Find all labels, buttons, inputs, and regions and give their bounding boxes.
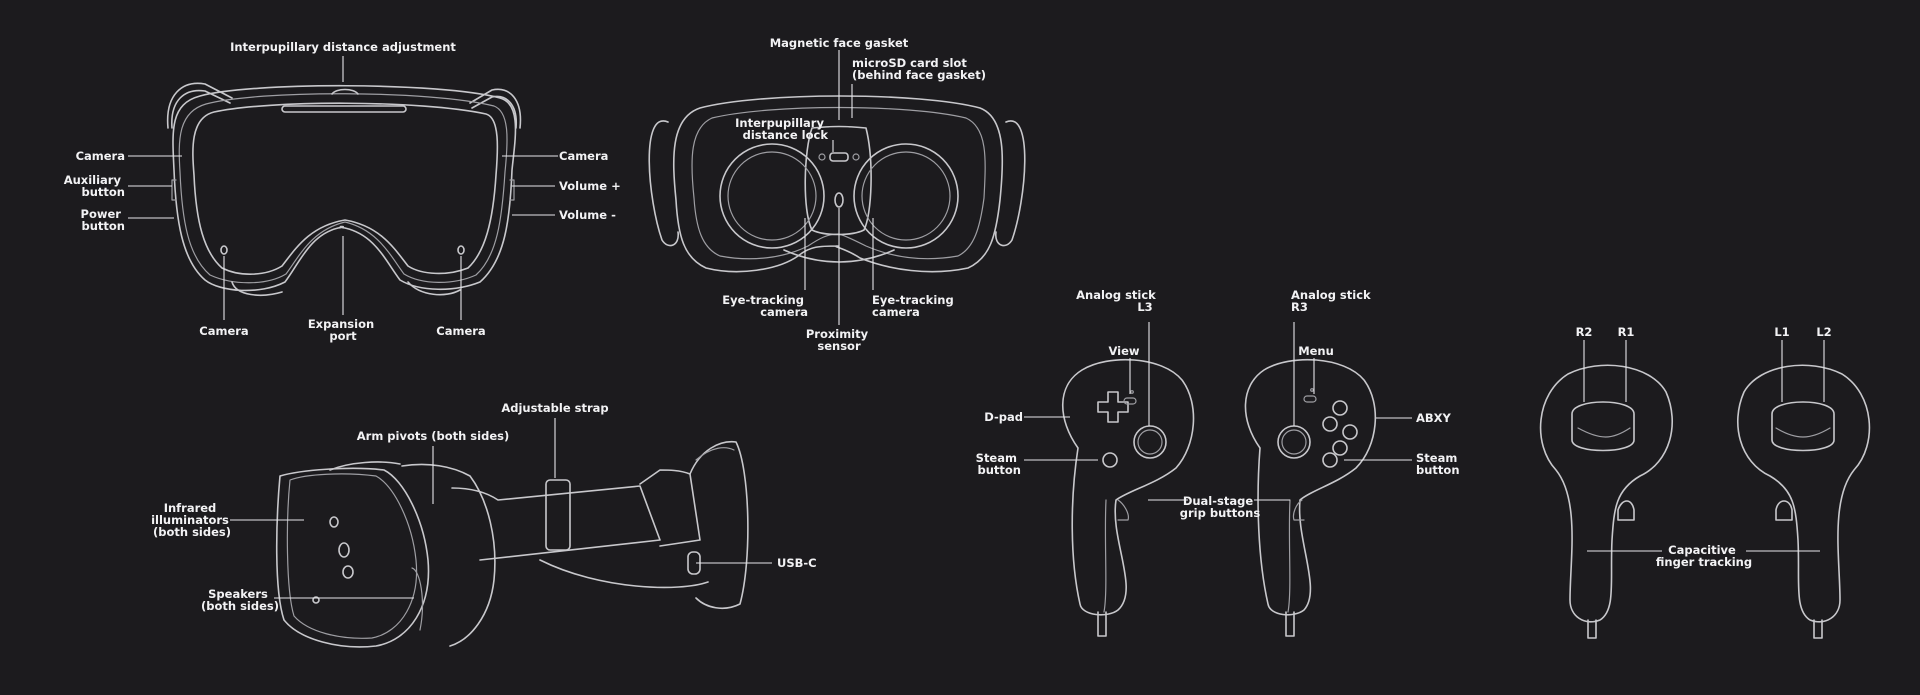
label-grip-buttons-line2: grip buttons — [1180, 506, 1261, 520]
label-analog-stick-l3: Analog stick L3 — [1076, 288, 1160, 314]
label-auxiliary-button-line1: Auxiliary — [64, 173, 122, 187]
label-microsd-slot-line2: (behind face gasket) — [852, 68, 986, 82]
label-analog-stick-l3-line1: Analog stick — [1076, 288, 1156, 302]
label-camera-front-left: Camera — [76, 149, 125, 163]
label-power-button-line1: Power — [81, 207, 122, 221]
label-volume-down: Volume - — [559, 208, 616, 222]
label-ipd-lock: Interpupillary distance lock — [735, 116, 828, 142]
label-power-button-line2: button — [81, 219, 125, 233]
label-proximity-sensor-line2: sensor — [817, 339, 861, 353]
label-power-button: Power button — [81, 207, 125, 233]
label-expansion-port-line2: port — [329, 329, 357, 343]
leader-lines — [128, 50, 1825, 599]
headset-back-illustration — [648, 95, 1026, 273]
label-proximity-sensor: Proximity sensor — [806, 327, 872, 353]
label-ipd-lock-line1: Interpupillary — [735, 116, 824, 130]
label-r1: R1 — [1618, 325, 1635, 339]
label-analog-stick-r3-line1: Analog stick — [1291, 288, 1371, 302]
label-microsd-slot-line1: microSD card slot — [852, 56, 967, 70]
label-grip-buttons: Dual-stage grip buttons — [1180, 494, 1261, 520]
label-capacitive-line1: Capacitive — [1668, 543, 1736, 557]
label-eye-tracking-right-line1: Eye-tracking — [872, 293, 954, 307]
label-proximity-sensor-line1: Proximity — [806, 327, 869, 341]
label-eye-tracking-right-line2: camera — [872, 305, 920, 319]
label-capacitive-finger-tracking: Capacitive finger tracking — [1656, 543, 1752, 569]
label-auxiliary-button-line2: button — [81, 185, 125, 199]
label-microsd-slot: microSD card slot (behind face gasket) — [852, 56, 986, 82]
label-r2: R2 — [1576, 325, 1593, 339]
label-speakers-line1: Speakers — [208, 587, 268, 601]
controllers-back-illustration — [1539, 364, 1871, 639]
label-infrared-illuminators-line2: illuminators — [151, 513, 229, 527]
label-steam-button-right-line1: Steam — [1416, 451, 1457, 465]
label-expansion-port: Expansion port — [308, 317, 378, 343]
controllers-front-illustration — [1061, 358, 1377, 637]
label-arm-pivots: Arm pivots (both sides) — [357, 429, 509, 443]
label-analog-stick-r3-line2: R3 — [1291, 300, 1308, 314]
label-usb-c: USB-C — [777, 556, 817, 570]
headset-front-illustration — [166, 82, 522, 296]
label-capacitive-line2: finger tracking — [1656, 555, 1752, 569]
label-infrared-illuminators: Infrared illuminators (both sides) — [151, 501, 233, 539]
label-ipd-lock-line2: distance lock — [743, 128, 829, 142]
label-grip-buttons-line1: Dual-stage — [1183, 494, 1254, 508]
label-abxy: ABXY — [1416, 411, 1452, 425]
label-eye-tracking-left-line1: Eye-tracking — [722, 293, 804, 307]
label-menu: Menu — [1298, 344, 1334, 358]
label-volume-up: Volume + — [559, 179, 621, 193]
label-steam-button-right-line2: button — [1416, 463, 1460, 477]
label-steam-button-left: Steam button — [976, 451, 1021, 477]
label-ipd-adjustment: Interpupillary distance adjustment — [230, 40, 456, 54]
label-steam-button-left-line2: button — [977, 463, 1021, 477]
label-magnetic-face-gasket: Magnetic face gasket — [770, 36, 909, 50]
label-steam-button-left-line1: Steam — [976, 451, 1017, 465]
label-auxiliary-button: Auxiliary button — [64, 173, 125, 199]
label-camera-front-right: Camera — [559, 149, 608, 163]
label-camera-bottom-right: Camera — [436, 324, 485, 338]
label-analog-stick-l3-line2: L3 — [1137, 300, 1152, 314]
label-infrared-illuminators-line1: Infrared — [164, 501, 217, 515]
label-eye-tracking-right: Eye-tracking camera — [872, 293, 958, 319]
label-speakers: Speakers (both sides) — [201, 587, 279, 613]
label-infrared-illuminators-line3: (both sides) — [153, 525, 231, 539]
label-l1: L1 — [1774, 325, 1789, 339]
label-view: View — [1108, 344, 1139, 358]
label-steam-button-right: Steam button — [1416, 451, 1461, 477]
label-dpad: D-pad — [984, 410, 1023, 424]
label-expansion-port-line1: Expansion — [308, 317, 374, 331]
label-analog-stick-r3: Analog stick R3 — [1291, 288, 1375, 314]
headset-side-illustration — [275, 440, 749, 648]
label-l2: L2 — [1816, 325, 1831, 339]
label-eye-tracking-left-line2: camera — [760, 305, 808, 319]
label-adjustable-strap: Adjustable strap — [501, 401, 608, 415]
label-speakers-line2: (both sides) — [201, 599, 279, 613]
label-eye-tracking-left: Eye-tracking camera — [722, 293, 808, 319]
label-camera-bottom-left: Camera — [199, 324, 248, 338]
